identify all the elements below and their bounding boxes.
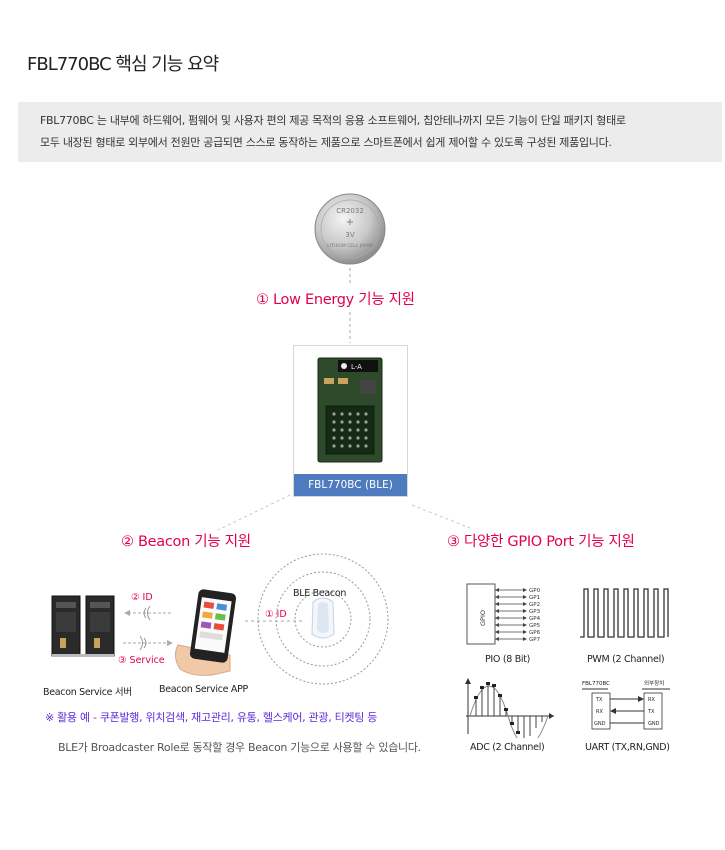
gpio-pin-arrow-right [523,595,527,599]
adc-label: ADC (2 Channel) [470,742,545,753]
uart-right-pin-2: GND [648,721,660,727]
gpio-pin-arrow-left [495,637,499,641]
summary-box: FBL770BC 는 내부에 하드웨어, 펌웨어 및 사용자 편의 제공 목적의… [18,102,722,162]
server-image [51,595,115,657]
gpio-pin-arrow-right [523,623,527,627]
id-label-1: ① ID [265,609,287,620]
ble-module-image: L-A [317,357,383,463]
gpio-pin-arrow-right [523,616,527,620]
battery-plus-glyph: + [346,217,354,228]
server-label: Beacon Service 서버 [43,687,132,698]
summary-line-1: FBL770BC 는 내부에 하드웨어, 펌웨어 및 사용자 편의 제공 목적의… [40,114,626,127]
uart-diagram: FBL770BC 외부장치 TX RX GND RX TX GND [582,679,670,730]
service-label: ③ Service [118,655,165,666]
gpio-pin-arrow-left [495,609,499,613]
id-label-2: ② ID [131,592,153,603]
summary-line-2: 모두 내장된 형태로 외부에서 전원만 공급되면 스스로 동작하는 제품으로 스… [40,136,612,149]
ble-beacon-label: BLE Beacon [293,588,347,599]
wave-arrows [123,605,173,651]
usage-examples: ※ 활용 예 - 쿠폰발행, 위치검색, 재고관리, 유통, 헬스케어, 관광,… [45,711,378,724]
coin-battery-image: CR2032 + 3V LITHIUM CELL JAPAN [314,193,386,265]
uart-label: UART (TX,RN,GND) [585,742,670,753]
gpio-pin-arrow-left [495,616,499,620]
gpio-pin-arrow-right [523,602,527,606]
gpio-pin-arrow-right [523,609,527,613]
gpio-pin-label: GP7 [529,637,541,643]
uart-right-pin-1: TX [647,709,655,715]
battery-text-mid: 3V [345,231,354,239]
feature-beacon: ② Beacon 기능 지원 [121,534,251,550]
gpio-pin-arrow-left [495,602,499,606]
pwm-diagram [580,588,669,638]
uart-left-pin-0: TX [595,697,603,703]
feature-low-energy: ① Low Energy 기능 지원 [256,292,415,308]
battery-text-top: CR2032 [336,207,364,215]
uart-right-pin-0: RX [648,697,655,703]
gpio-pin-arrow-left [495,630,499,634]
gpio-pin-label: GP5 [529,623,541,629]
app-label: Beacon Service APP [159,684,248,695]
gpio-pin-label: GP3 [529,609,541,615]
module-caption: FBL770BC (BLE) [294,474,407,496]
uart-left-pin-1: RX [596,709,603,715]
module-box: L-A FBL770BC (BLE) [293,345,408,497]
uart-left-title: FBL770BC [582,681,610,687]
gpio-pin-arrow-left [495,588,499,592]
smartphone-image [174,589,237,676]
gpio-pin-label: GP1 [529,595,540,601]
gpio-pin-arrow-left [495,595,499,599]
uart-right-title: 외부장치 [644,679,664,687]
adc-diagram [465,678,554,738]
gpio-pin-arrow-right [523,637,527,641]
pio-label: PIO (8 Bit) [485,654,531,665]
gpio-pin-arrow-right [523,630,527,634]
battery-text-bottom: LITHIUM CELL JAPAN [327,243,373,249]
uart-left-pin-2: GND [594,721,606,727]
beacon-signal-circles [257,553,389,685]
feature-gpio: ③ 다양한 GPIO Port 기능 지원 [447,534,635,550]
gpio-pin-label: GP4 [529,616,541,622]
gpio-pin-label: GP6 [529,630,541,636]
gpio-pin-arrow-left [495,623,499,627]
gpio-pin-arrow-right [523,588,527,592]
pwm-label: PWM (2 Channel) [587,654,665,665]
gpio-chip-text: GPIO [479,610,487,626]
beacon-note: BLE가 Broadcaster Role로 동작할 경우 Beacon 기능으… [58,741,421,754]
gpio-pin-label: GP2 [529,602,540,608]
gpio-pin-label: GP0 [529,588,541,594]
page-title: FBL770BC 핵심 기능 요약 [27,54,219,75]
module-chip-label: L-A [351,363,362,371]
